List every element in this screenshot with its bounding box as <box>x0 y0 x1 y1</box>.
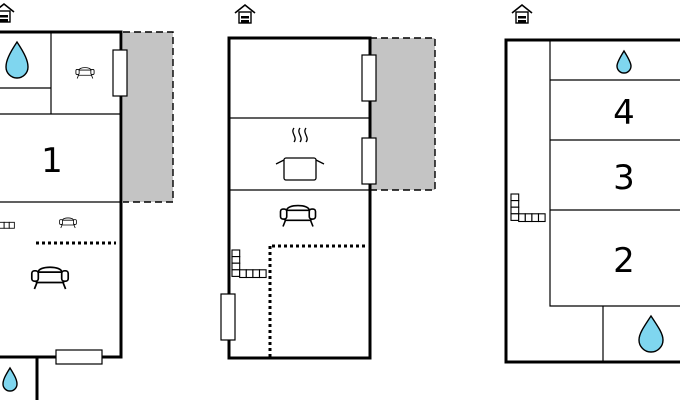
window <box>112 49 128 97</box>
staircase-icon <box>510 193 546 223</box>
floor-plan-3: 4 3 2 <box>504 4 680 364</box>
water-drop-icon <box>5 40 29 79</box>
floor-plan-1: 1 <box>0 3 174 400</box>
sofa-icon <box>75 67 95 79</box>
window <box>55 349 103 365</box>
window <box>220 293 236 341</box>
outer-wall <box>227 36 372 360</box>
room-number: 4 <box>613 93 635 133</box>
water-drop-icon <box>2 366 18 392</box>
water-drop-icon <box>616 49 632 74</box>
room-number: 2 <box>613 241 635 281</box>
balcony <box>123 32 173 202</box>
cooking-pot-icon <box>275 127 325 181</box>
sofa-icon <box>279 204 317 228</box>
house-icon <box>511 4 533 24</box>
staircase-icon <box>0 206 15 229</box>
outer-wall <box>504 38 680 364</box>
room-number: 3 <box>613 158 635 198</box>
balcony <box>370 38 435 190</box>
house-icon <box>234 4 256 24</box>
room-number: 1 <box>41 141 63 181</box>
bathroom-annex <box>0 355 39 400</box>
outer-wall <box>0 30 123 359</box>
window <box>361 54 377 102</box>
sofa-icon <box>30 266 70 290</box>
water-drop-icon <box>638 314 664 353</box>
window <box>361 137 377 185</box>
sofa-icon <box>59 217 77 229</box>
staircase-icon <box>231 249 267 279</box>
house-icon <box>0 3 15 23</box>
floor-plan-2 <box>220 4 436 360</box>
